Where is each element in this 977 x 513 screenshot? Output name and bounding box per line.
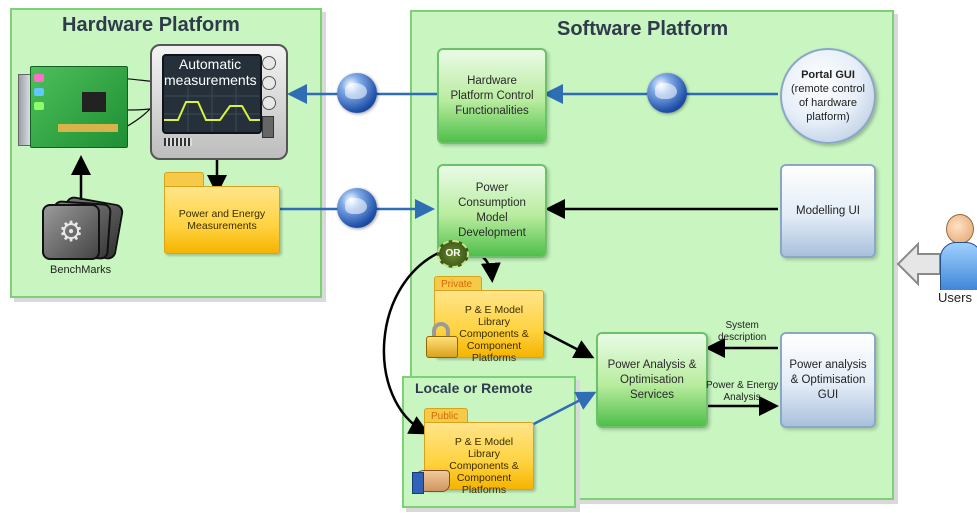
measurement-monitor: Automatic measurements: [150, 44, 288, 160]
locale-remote-title: Locale or Remote: [415, 380, 533, 396]
pe-analysis-label: Power & Energy Analysis: [706, 380, 779, 403]
globe-icon-portal-link: [647, 73, 687, 113]
waveform-icon: [164, 86, 260, 132]
benchmarks-label: BenchMarks: [50, 264, 112, 276]
public-tab-label: Public: [424, 408, 468, 424]
users-arrow-icon: [896, 238, 942, 290]
portal-gui-desc: (remote control of hardware platform): [791, 83, 865, 123]
public-library-folder: Public P & E Model Library Components & …: [424, 408, 534, 496]
analysis-gui-label: Power analysis & Optimisation GUI: [789, 358, 867, 401]
system-description-label: System description: [718, 320, 767, 343]
private-folder-label: P & E Model Library Components & Compone…: [459, 304, 529, 364]
analysis-services-label: Power Analysis & Optimisation Services: [607, 358, 697, 401]
or-badge: OR: [437, 240, 469, 268]
monitor-knob-1: [262, 56, 276, 70]
power-energy-measurements-label: Power and Energy Measurements: [178, 208, 266, 232]
monitor-vent: [164, 138, 192, 146]
automatic-measurements-label: Automatic measurements: [164, 56, 257, 88]
cuff-icon: [412, 472, 424, 494]
hw-control-label: Hardware Platform Control Functionalitie…: [450, 74, 534, 117]
globe-icon-measurements-link: [337, 188, 377, 228]
power-energy-measurements-folder: Power and Energy Measurements: [164, 172, 280, 254]
arrow-private-to-services: [539, 328, 595, 359]
power-model-label: Power Consumption Model Development: [458, 182, 526, 239]
arrow-or-to-public: [382, 248, 446, 435]
user-avatar-icon: [940, 214, 977, 290]
sound-card-icon: [18, 66, 130, 158]
modelling-ui-box[interactable]: Modelling UI: [780, 164, 876, 258]
software-platform-title: Software Platform: [557, 18, 729, 40]
public-folder-label: P & E Model Library Components & Compone…: [449, 436, 519, 496]
benchmarks-icon: ⚙: [38, 195, 125, 262]
analysis-gui-box[interactable]: Power analysis & Optimisation GUI: [780, 332, 876, 428]
monitor-knob-2: [262, 76, 276, 90]
private-tab-label: Private: [434, 276, 482, 292]
users-label: Users: [938, 290, 972, 305]
analysis-services-box[interactable]: Power Analysis & Optimisation Services: [596, 332, 708, 428]
globe-icon-hw-link: [337, 73, 377, 113]
modelling-ui-label: Modelling UI: [796, 204, 860, 217]
hardware-platform-title: Hardware Platform: [62, 14, 240, 36]
monitor-knob-3: [262, 96, 276, 110]
hw-control-box[interactable]: Hardware Platform Control Functionalitie…: [437, 48, 547, 144]
power-model-box[interactable]: Power Consumption Model Development: [437, 164, 547, 258]
portal-gui-title: Portal GUI: [801, 69, 855, 81]
monitor-screen: [162, 54, 262, 134]
monitor-switch: [262, 116, 274, 138]
or-badge-label: OR: [445, 248, 461, 259]
portal-gui-circle[interactable]: Portal GUI (remote control of hardware p…: [780, 48, 876, 144]
lock-icon: [426, 322, 458, 358]
